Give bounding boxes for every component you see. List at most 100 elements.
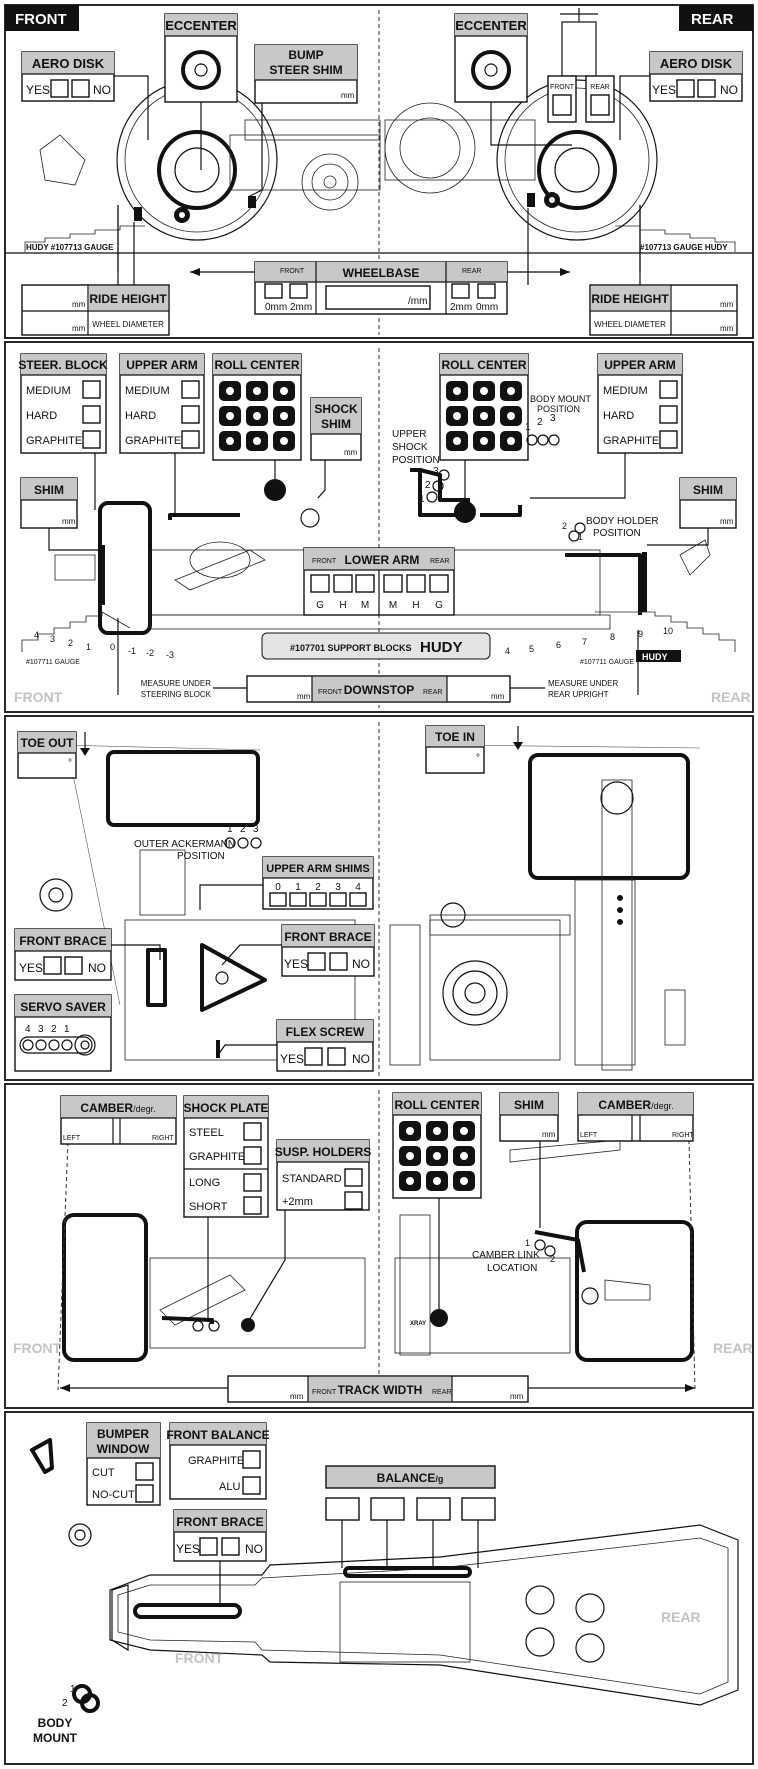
section-wheelbase: FRONT REAR HUDY #107713 GAUGE #107713 GA… bbox=[4, 4, 754, 339]
lower-arm-cell-6[interactable] bbox=[429, 574, 449, 593]
camber-link-hole-1[interactable] bbox=[534, 1239, 546, 1251]
upper-arm-front-medium-box[interactable] bbox=[181, 380, 200, 399]
balance-cell-3[interactable] bbox=[416, 1497, 451, 1521]
svg-text:/mm: /mm bbox=[408, 296, 427, 307]
body-mount-hole-2[interactable] bbox=[537, 434, 549, 446]
upper-arm-rear-graphite-box[interactable] bbox=[659, 430, 678, 449]
susp-holders-standard-box[interactable] bbox=[344, 1168, 363, 1187]
wheelbase-value[interactable] bbox=[325, 285, 431, 310]
body-holder-hole-2[interactable] bbox=[568, 530, 580, 542]
arm-shim-box-0[interactable] bbox=[269, 892, 287, 907]
steer-block-medium-box[interactable] bbox=[82, 380, 101, 399]
wheelbase-rear-0mm[interactable] bbox=[477, 283, 496, 299]
lower-arm-cell-2[interactable] bbox=[333, 574, 353, 593]
front-balance-alu-box[interactable] bbox=[242, 1476, 261, 1495]
gauge-front-steps: 4 3 2 1 0 -1 -2 -3 #107711 GAUGE bbox=[21, 611, 174, 666]
shock-plate-long-box[interactable] bbox=[243, 1173, 262, 1192]
wheelbase-front-2mm[interactable] bbox=[289, 283, 308, 299]
front-brace-chassis: FRONT BRACE YES NO bbox=[173, 1509, 267, 1605]
front-brace-chassis-yes-box[interactable] bbox=[199, 1537, 218, 1556]
upper-shock-hole-2[interactable] bbox=[432, 480, 444, 492]
aero-disk-rear-yes-box[interactable] bbox=[676, 79, 695, 98]
svg-text:LOCATION: LOCATION bbox=[487, 1263, 537, 1274]
aero-disk-rear-no-box[interactable] bbox=[697, 79, 716, 98]
camber-link-hole-2[interactable] bbox=[544, 1245, 556, 1257]
body-mount-hole-front-2[interactable] bbox=[80, 1693, 100, 1713]
front-brace-chassis-no-box[interactable] bbox=[221, 1537, 240, 1556]
lower-arm-cell-label: M bbox=[361, 600, 369, 611]
wheelbase-box: WHEELBASE FRONT REAR 0mm 2mm /mm 2mm 0mm bbox=[117, 205, 641, 315]
tower-rear-box[interactable] bbox=[590, 94, 610, 116]
svg-text:REAR: REAR bbox=[462, 268, 481, 275]
servo-saver-hole-3[interactable] bbox=[35, 1039, 47, 1051]
svg-text:°: ° bbox=[476, 753, 480, 764]
svg-text:BALANCE/g: BALANCE/g bbox=[377, 1471, 444, 1485]
svg-text:YES: YES bbox=[284, 957, 308, 971]
svg-text:YES: YES bbox=[280, 1052, 304, 1066]
servo-saver-hole-2[interactable] bbox=[48, 1039, 60, 1051]
svg-text:SHIM: SHIM bbox=[34, 483, 64, 497]
lower-arm-cell-5[interactable] bbox=[406, 574, 426, 593]
body-mount-hole-3[interactable] bbox=[548, 434, 560, 446]
upper-shock-hole-1[interactable] bbox=[426, 491, 438, 503]
front-brace-right: FRONT BRACE YES NO bbox=[221, 924, 375, 977]
ackermann-hole-2[interactable] bbox=[237, 837, 249, 849]
arm-shim-box-1[interactable] bbox=[289, 892, 307, 907]
balance-cell-4[interactable] bbox=[461, 1497, 496, 1521]
steer-block-graphite-box[interactable] bbox=[82, 430, 101, 449]
wheelbase-front-0mm[interactable] bbox=[264, 283, 283, 299]
svg-text:STEER SHIM: STEER SHIM bbox=[269, 63, 342, 77]
svg-text:MEDIUM: MEDIUM bbox=[603, 385, 648, 397]
body-holder-hole-1[interactable] bbox=[574, 522, 586, 534]
tower-front-box[interactable] bbox=[552, 94, 572, 116]
ackermann-hole-1[interactable] bbox=[224, 837, 236, 849]
shim-front: SHIM mm bbox=[20, 477, 100, 551]
aero-disk-rear: AERO DISK YES NO bbox=[619, 51, 743, 140]
servo-saver-hole-1[interactable] bbox=[61, 1039, 73, 1051]
upper-arm-front-graphite-box[interactable] bbox=[181, 430, 200, 449]
lower-arm-cell-4[interactable] bbox=[383, 574, 403, 593]
shock-plate-graphite-box[interactable] bbox=[243, 1146, 262, 1165]
body-mount-hole-1[interactable] bbox=[526, 434, 538, 446]
front-balance-graphite-box[interactable] bbox=[242, 1450, 261, 1469]
svg-text:mm: mm bbox=[510, 1392, 524, 1401]
shock-plate-steel-box[interactable] bbox=[243, 1122, 262, 1141]
arm-shim-box-2[interactable] bbox=[309, 892, 327, 907]
flex-screw-yes-box[interactable] bbox=[304, 1047, 323, 1066]
bumper-window-cut-box[interactable] bbox=[135, 1462, 154, 1481]
ackermann-hole-3[interactable] bbox=[250, 837, 262, 849]
front-brace-left-no-box[interactable] bbox=[64, 956, 83, 975]
front-brace-left-yes-box[interactable] bbox=[43, 956, 62, 975]
susp-holders-plus2-box[interactable] bbox=[344, 1191, 363, 1210]
front-brace-left: FRONT BRACE YES NO bbox=[14, 928, 161, 981]
svg-text:mm: mm bbox=[542, 1130, 556, 1139]
lower-arm-cell-3[interactable] bbox=[355, 574, 375, 593]
balance-cell-1[interactable] bbox=[325, 1497, 360, 1521]
wheelbase-rear-2mm[interactable] bbox=[451, 283, 470, 299]
front-brace-right-no-box[interactable] bbox=[329, 952, 348, 971]
upper-arm-rear-hard-box[interactable] bbox=[659, 405, 678, 424]
lower-arm-cell-1[interactable] bbox=[310, 574, 330, 593]
shock-plate-short-box[interactable] bbox=[243, 1196, 262, 1215]
svg-text:GRAPHITE: GRAPHITE bbox=[26, 435, 82, 447]
aero-disk-front-no-box[interactable] bbox=[71, 79, 90, 98]
servo-saver: SERVO SAVER 4 3 2 1 bbox=[14, 994, 112, 1072]
arm-shim-box-4[interactable] bbox=[349, 892, 367, 907]
svg-text:#107701 SUPPORT BLOCKS: #107701 SUPPORT BLOCKS bbox=[290, 643, 412, 653]
upper-shock-hole-3[interactable] bbox=[438, 469, 450, 481]
svg-text:ECCENTER: ECCENTER bbox=[455, 18, 527, 33]
svg-text:CUT: CUT bbox=[92, 1467, 115, 1479]
upper-arm-rear-medium-box[interactable] bbox=[659, 380, 678, 399]
steer-block-hard-box[interactable] bbox=[82, 405, 101, 424]
front-brace-right-yes-box[interactable] bbox=[307, 952, 326, 971]
servo-saver-hole-4[interactable] bbox=[22, 1039, 34, 1051]
aero-disk-front-yes-box[interactable] bbox=[50, 79, 69, 98]
arm-shim-box-3[interactable] bbox=[329, 892, 347, 907]
upper-arm-front-hard-box[interactable] bbox=[181, 405, 200, 424]
balance-cell-2[interactable] bbox=[370, 1497, 405, 1521]
svg-text:3: 3 bbox=[38, 1024, 44, 1035]
svg-text:1: 1 bbox=[64, 1024, 70, 1035]
body-mount-position: BODY MOUNT POSITION 1 2 3 bbox=[525, 394, 591, 446]
bumper-window-nocut-box[interactable] bbox=[135, 1484, 154, 1503]
flex-screw-no-box[interactable] bbox=[327, 1047, 346, 1066]
